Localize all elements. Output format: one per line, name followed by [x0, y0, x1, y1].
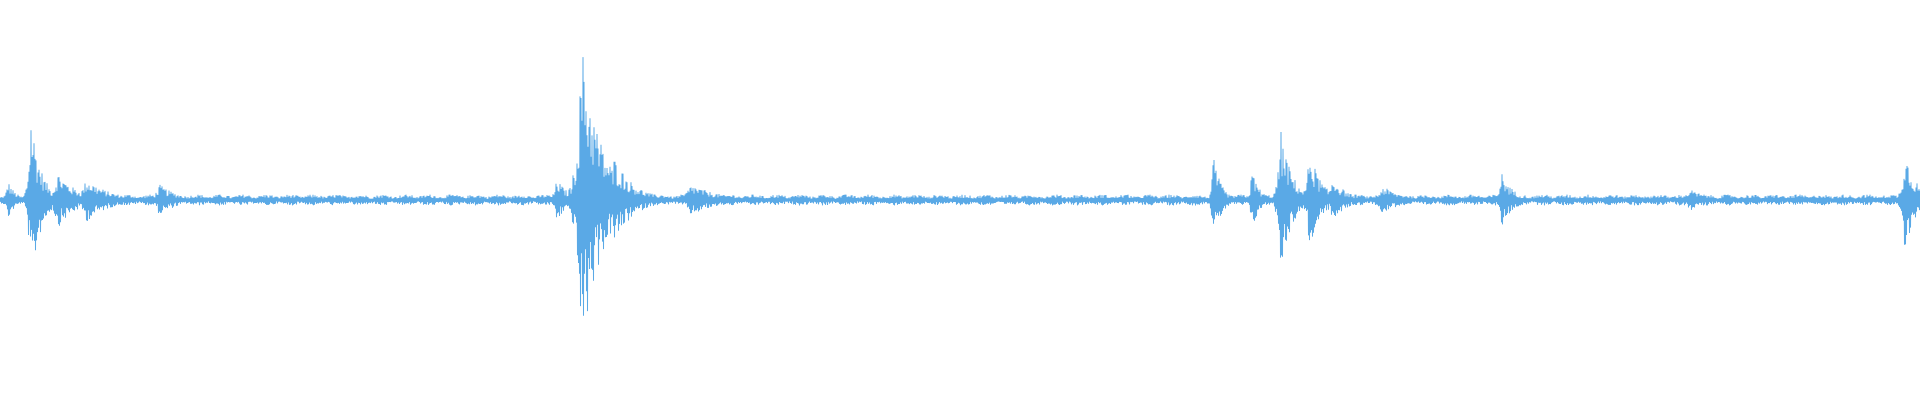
- waveform-signal: [0, 57, 1920, 316]
